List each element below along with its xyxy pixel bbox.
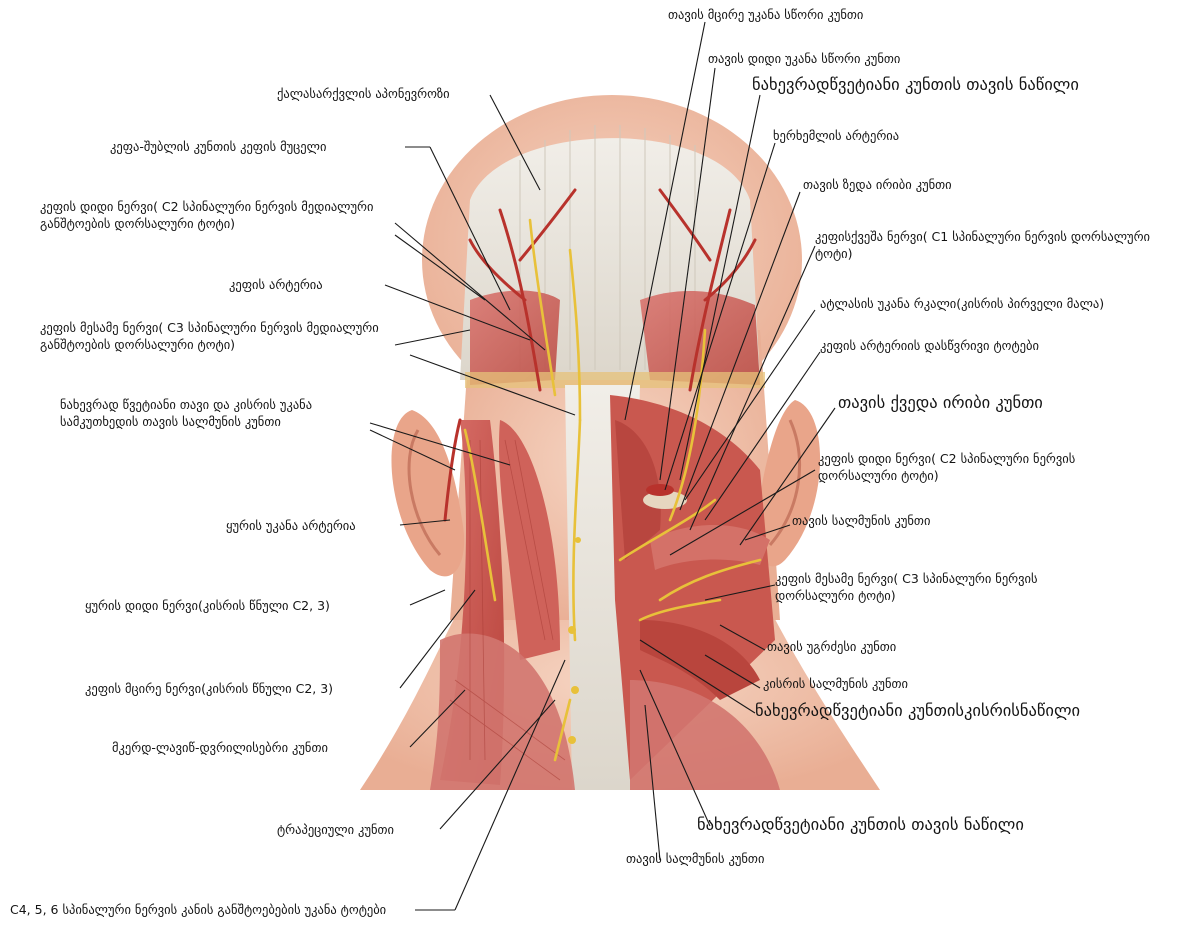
label-third-occipital-nerve-right: კეფის მესამე ნერვი( C3 სპინალური ნერვის … (775, 570, 1115, 604)
label-semispinalis-capitis-bottom: ნახევრადწვეტიანი კუნთის თავის ნაწილი (697, 814, 1024, 836)
label-lesser-occipital-nerve: კეფის მცირე ნერვი(კისრის წნული C2, 3) (85, 680, 333, 697)
label-splenius-capitis-right: თავის სალმუნის კუნთი (792, 512, 930, 529)
label-posterior-auricular-artery: ყურის უკანა არტერია (226, 517, 356, 534)
label-vertebral-artery: ხერხემლის არტერია (773, 127, 899, 144)
label-obliquus-capitis-superior: თავის ზედა ირიბი კუნთი (803, 176, 952, 193)
label-semispinalis-capitis-top: ნახევრადწვეტიანი კუნთის თავის ნაწილი (752, 74, 1079, 96)
label-descending-occipital-artery-branches: კეფის არტერიის დასწვრივი ტოტები (820, 337, 1039, 354)
label-obliquus-capitis-inferior: თავის ქვედა ირიბი კუნთი (838, 392, 1043, 414)
right-vertebral-artery (646, 484, 674, 496)
label-rectus-capitis-posterior-minor: თავის მცირე უკანა სწორი კუნთი (668, 6, 863, 23)
label-greater-occipital-nerve-left: კეფის დიდი ნერვი( C2 სპინალური ნერვის მე… (40, 198, 400, 232)
label-semispinalis-cervicis: ნახევრადწვეტიანი კუნთისკისრისნაწილი (755, 700, 1080, 722)
label-occipital-artery: კეფის არტერია (229, 276, 323, 293)
label-splenius-capitis-bottom: თავის სალმუნის კუნთი (626, 850, 764, 867)
label-third-occipital-nerve-left: კეფის მესამე ნერვი( C3 სპინალური ნერვის … (40, 319, 410, 353)
label-greater-occipital-nerve-right: კეფის დიდი ნერვი( C2 სპინალური ნერვის დო… (818, 450, 1148, 484)
label-great-auricular-nerve: ყურის დიდი ნერვი(კისრის წნული C2, 3) (85, 597, 330, 614)
label-semispinalis-and-splenius-posterior-triangle: ნახევრად წვეტიანი თავი და კისრის უკანა ს… (60, 396, 370, 430)
label-suboccipital-nerve: კეფისქვეშა ნერვი( C1 სპინალური ნერვის დო… (815, 228, 1155, 262)
label-c4-c6-cutaneous-branches: C4, 5, 6 სპინალური ნერვის კანის განშტოებ… (10, 901, 430, 918)
label-atlas-posterior-arch: ატლასის უკანა რკალი(კისრის პირველი მალა) (820, 295, 1104, 312)
left-ear-shape (391, 410, 464, 576)
label-splenius-cervicis: კისრის სალმუნის კუნთი (763, 675, 908, 692)
label-sternocleidomastoid: მკერდ-ლავიწ-დვრილისებრი კუნთი (112, 739, 328, 756)
label-trapezius: ტრაპეციული კუნთი (277, 821, 394, 838)
label-rectus-capitis-posterior-major: თავის დიდი უკანა სწორი კუნთი (708, 50, 900, 67)
label-longissimus-capitis: თავის უგრძესი კუნთი (767, 638, 896, 655)
label-epicranial-aponeurosis: ქალასარქვლის აპონევროზი (277, 85, 450, 102)
label-occipitofrontalis-occipital-belly: კეფა-შუბლის კუნთის კეფის მუცელი (110, 138, 326, 155)
